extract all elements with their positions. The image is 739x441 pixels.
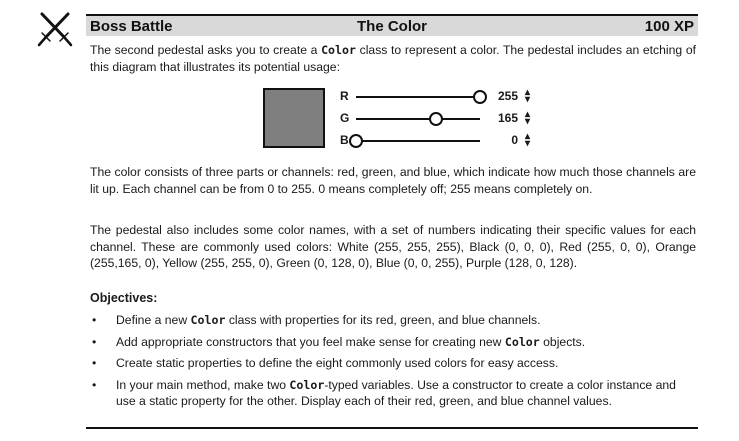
channel-label: G — [340, 111, 350, 125]
channel-value: 0 — [511, 133, 518, 147]
list-item: In your main method, make two Color-type… — [90, 377, 696, 410]
objectives-list: Define a new Color class with properties… — [90, 312, 696, 415]
list-item: Create static properties to define the e… — [90, 355, 696, 372]
channel-value: 165 — [497, 111, 518, 125]
item-code: Color — [190, 313, 226, 327]
boss-battle-header: Boss Battle The Color 100 XP — [86, 14, 698, 36]
spinner-icon[interactable]: ▴▾ — [524, 109, 530, 127]
intro-text-before: The second pedestal asks you to create a — [90, 43, 322, 57]
spinner-icon[interactable]: ▴▾ — [524, 87, 530, 105]
slider-track — [356, 140, 480, 142]
item-code: Color — [289, 377, 325, 392]
list-item: Add appropriate constructors that you fe… — [90, 334, 696, 351]
color-names-paragraph: The pedestal also includes some color na… — [90, 223, 696, 270]
header-title: Boss Battle — [90, 17, 173, 35]
channel-label: R — [340, 89, 349, 103]
intro-paragraph: The second pedestal asks you to create a… — [90, 42, 696, 75]
slider-thumb[interactable] — [473, 90, 487, 104]
slider-row-r[interactable]: R 255 ▴▾ — [340, 87, 540, 105]
intro-text-after: class to represent a color. The pedestal… — [90, 43, 697, 74]
item-text: class with properties for its red, green… — [225, 313, 541, 327]
slider-thumb[interactable] — [349, 134, 363, 148]
slider-thumb[interactable] — [429, 112, 444, 126]
color-swatch — [263, 88, 325, 148]
slider-row-b[interactable]: B 0 ▴▾ — [340, 131, 540, 149]
bottom-divider — [86, 427, 698, 429]
objectives-heading: Objectives: — [90, 291, 158, 305]
slider-track — [356, 118, 480, 120]
channel-value: 255 — [497, 89, 518, 103]
slider-row-g[interactable]: G 165 ▴▾ — [340, 109, 540, 127]
slider-track — [356, 96, 480, 98]
item-code: Color — [504, 334, 540, 349]
crossed-swords-icon — [37, 12, 73, 47]
channel-label: B — [340, 133, 349, 147]
item-text: objects. — [539, 334, 586, 349]
channels-paragraph: The color consists of three parts or cha… — [90, 165, 696, 196]
spinner-icon[interactable]: ▴▾ — [524, 131, 530, 149]
header-subtitle: The Color — [357, 17, 427, 35]
item-text: -typed variables. Use a constructor to c… — [116, 377, 676, 409]
header-xp: 100 XP — [644, 17, 694, 35]
item-text: Add appropriate constructors that you fe… — [116, 334, 505, 349]
item-text: In your main method, make two — [116, 377, 290, 392]
item-text: Define a new — [116, 313, 191, 327]
intro-code: Color — [321, 43, 356, 57]
list-item: Define a new Color class with properties… — [90, 312, 696, 329]
item-text: Create static properties to define the e… — [116, 356, 559, 370]
